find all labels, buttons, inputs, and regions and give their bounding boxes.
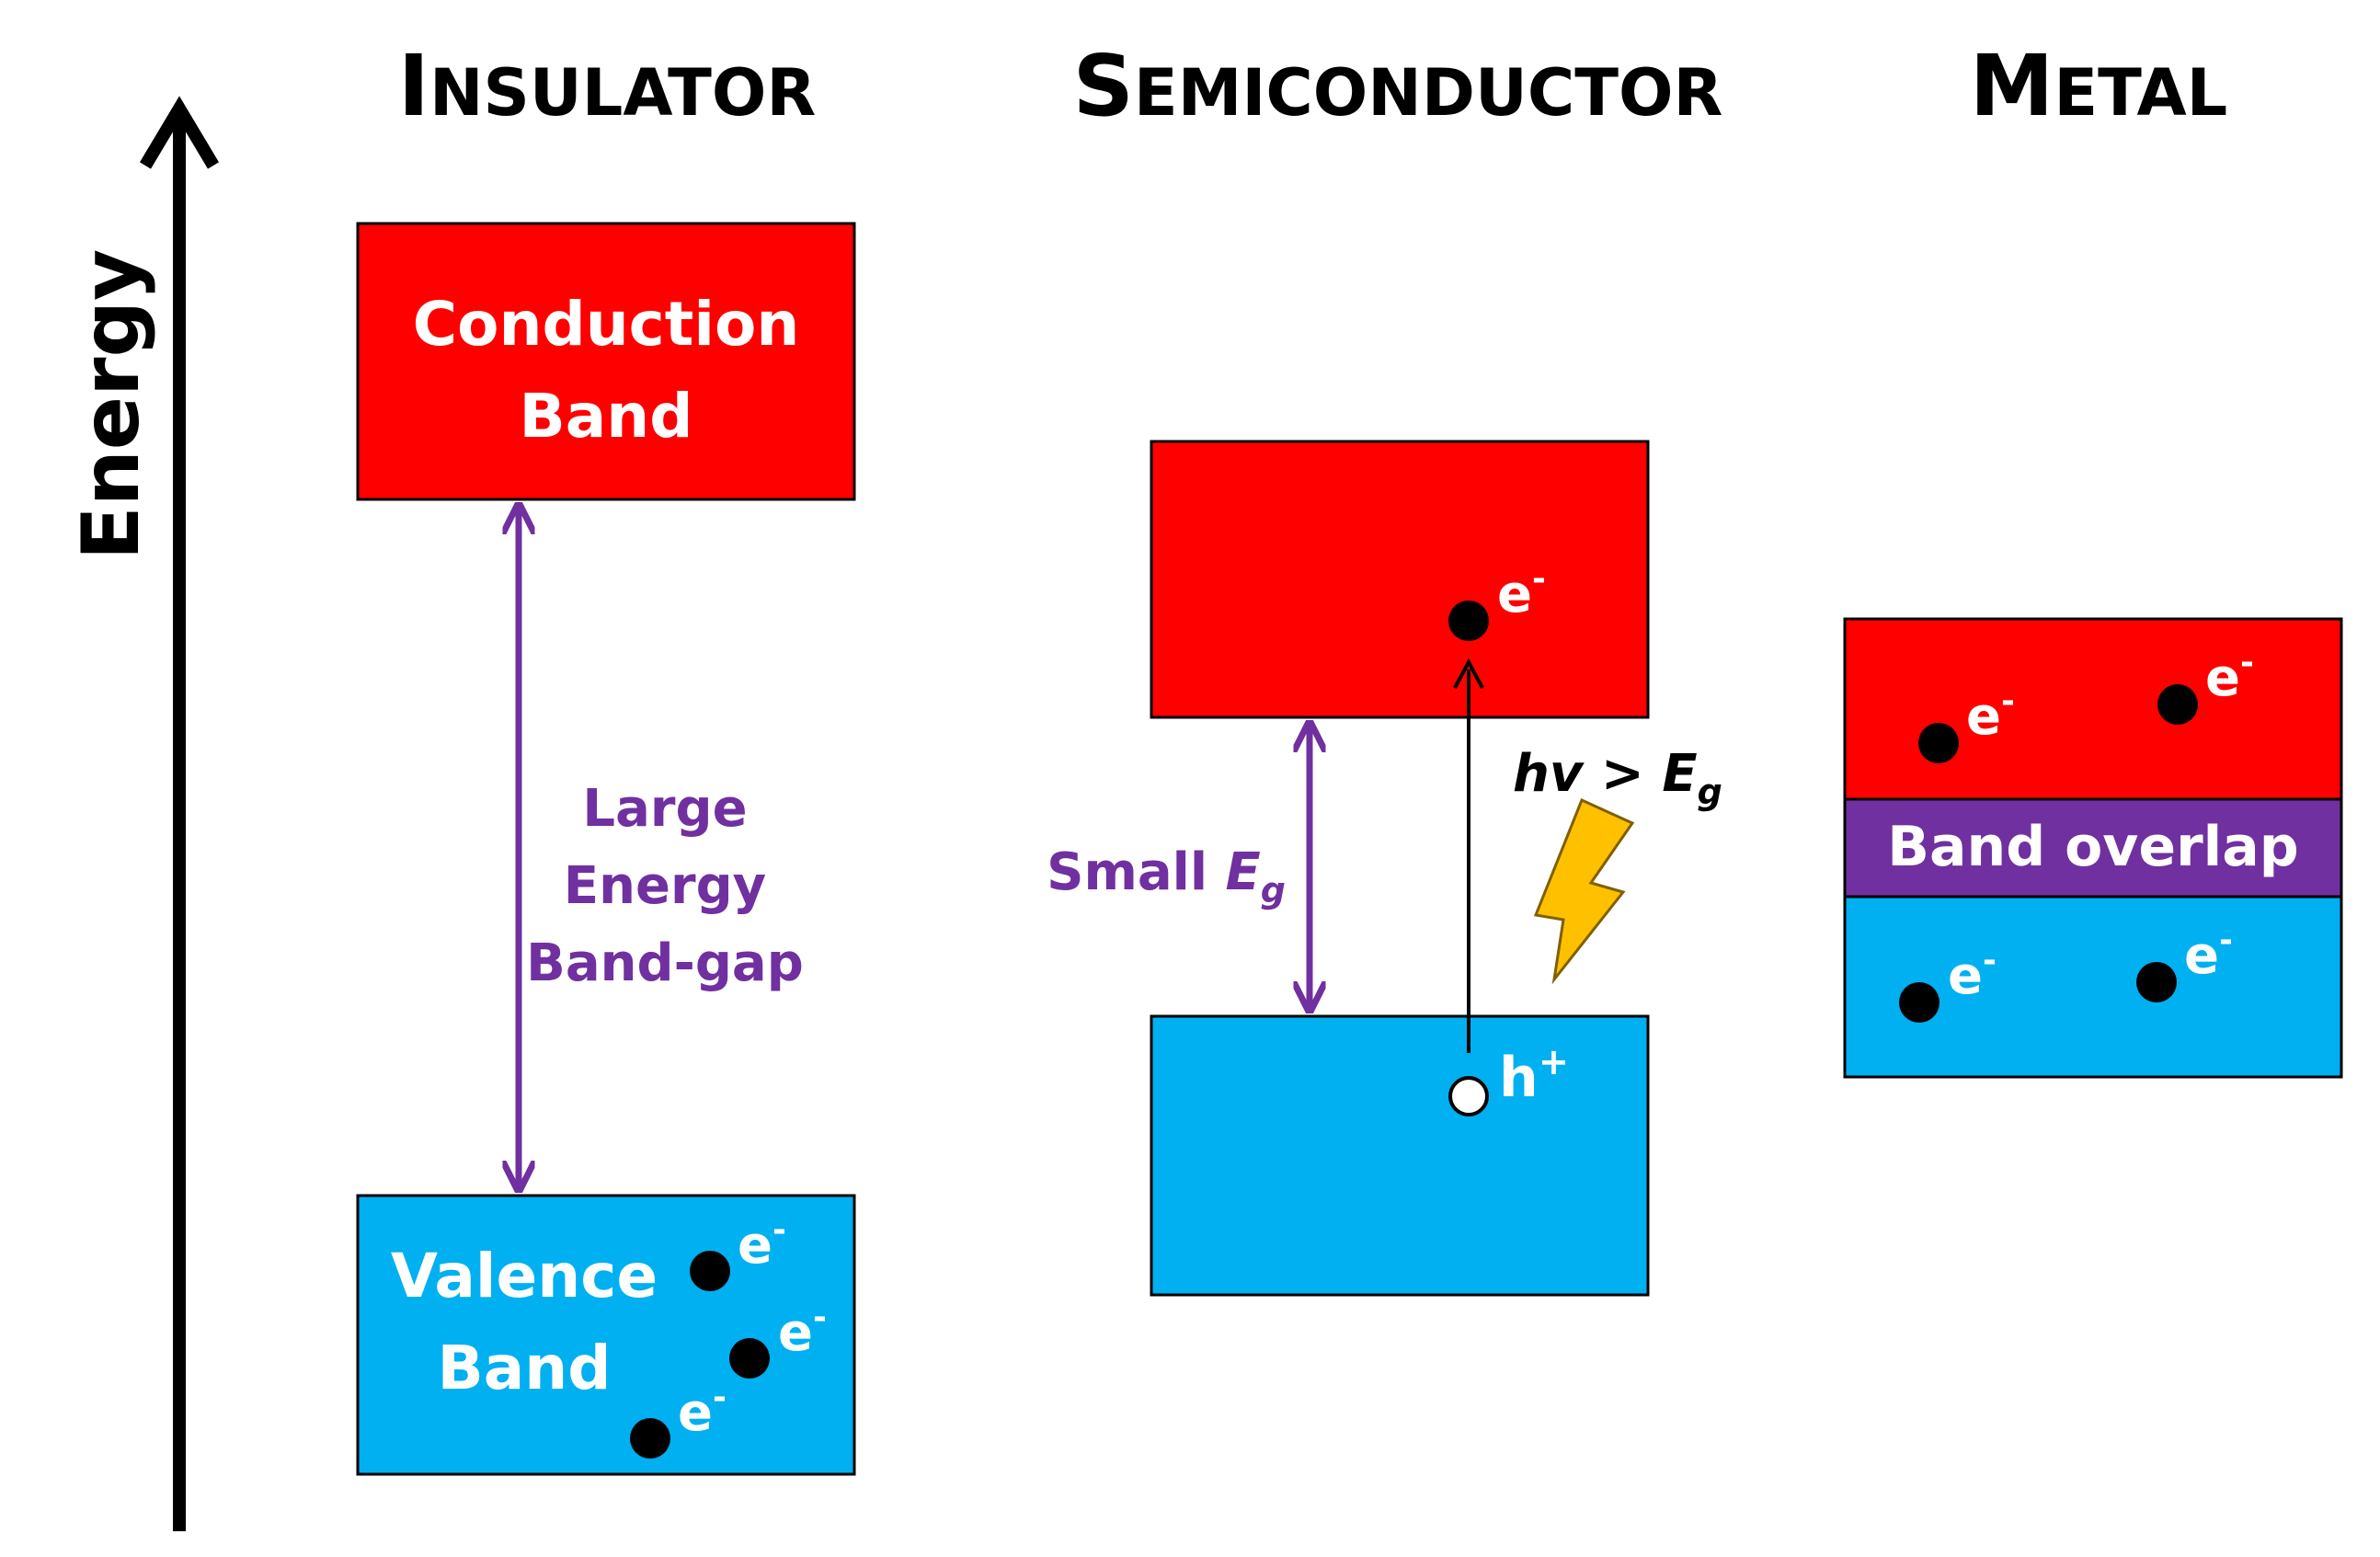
insulator-valence-band <box>356 1194 856 1476</box>
electron-label: e- <box>2184 922 2233 986</box>
electron-label: e- <box>1966 682 2015 747</box>
excitation-arrowhead <box>1453 658 1484 689</box>
electron-label: e- <box>1497 560 1546 624</box>
energy-axis-label: Energy <box>65 249 157 560</box>
semiconductor-conduction-band <box>1150 440 1650 719</box>
electron-label: e- <box>778 1299 827 1363</box>
electron-label: e- <box>738 1211 786 1276</box>
semiconductor-gap-label: Small Eg <box>1047 842 1286 910</box>
metal-title: METAL <box>1970 37 2227 135</box>
electron-dot <box>1448 601 1489 641</box>
hole-dot <box>1448 1076 1489 1116</box>
electron-dot <box>2136 962 2177 1002</box>
insulator-diagram: Conduction Band Valence Band Large Energ… <box>356 222 856 1476</box>
insulator-title: INSULATOR <box>398 37 817 135</box>
energy-axis-arrowhead <box>139 96 220 169</box>
electron-dot <box>1918 723 1959 763</box>
insulator-conduction-band <box>356 222 856 501</box>
semiconductor-valence-band <box>1150 1014 1650 1297</box>
insulator-conduction-label-2: Band <box>519 381 692 452</box>
electron-dot <box>729 1338 770 1379</box>
energy-axis: Energy <box>65 96 220 1531</box>
electron-label: e- <box>678 1379 727 1443</box>
insulator-conduction-label-1: Conduction <box>413 289 800 360</box>
electron-dot <box>630 1418 670 1459</box>
lightning-icon <box>1533 797 1635 985</box>
insulator-gap-label-3: Band-gap <box>526 933 804 993</box>
semiconductor-title: SEMICONDUCTOR <box>1073 37 1723 135</box>
electron-dot <box>2157 684 2198 725</box>
insulator-gap-label-2: Energy <box>564 856 766 916</box>
hole-label: h+ <box>1499 1041 1569 1110</box>
photon-energy-label: hv > Eg <box>1513 744 1722 812</box>
electron-label: e- <box>2205 644 2254 708</box>
insulator-valence-label-1: Valence <box>391 1241 658 1311</box>
metal-conduction-band <box>1843 617 2343 801</box>
electron-dot <box>690 1251 730 1291</box>
metal-diagram: Band overlap e- e- e- e- <box>1843 617 2343 1079</box>
electron-dot <box>1899 982 1939 1023</box>
metal-overlap-band <box>1843 797 2343 899</box>
semiconductor-diagram: Small Eg hv > Eg e- h+ <box>1047 440 1722 1297</box>
insulator-valence-label-2: Band <box>437 1333 611 1403</box>
insulator-gap-label-1: Large <box>582 779 747 839</box>
metal-overlap-label: Band overlap <box>1887 815 2298 879</box>
electron-label: e- <box>1948 942 1997 1006</box>
